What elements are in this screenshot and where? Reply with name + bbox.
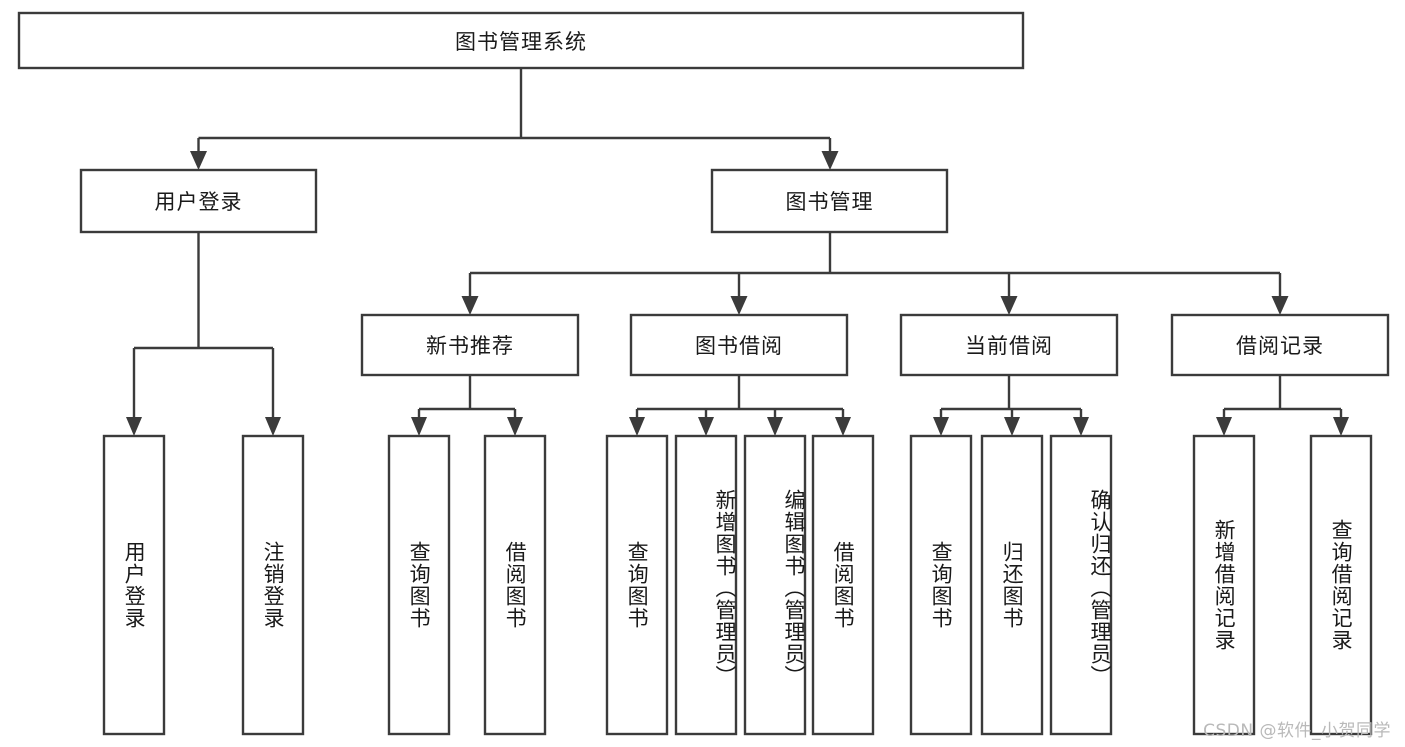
arrowhead-login bbox=[190, 151, 207, 170]
arrowhead-borrow bbox=[730, 296, 748, 315]
leaf-box-7[interactable] bbox=[811, 434, 875, 736]
arrowhead-leaf-logout bbox=[265, 417, 281, 436]
leaf-box-0[interactable] bbox=[102, 434, 166, 736]
arrowhead-records bbox=[1271, 296, 1289, 315]
arrowhead-bw-leaf2 bbox=[698, 417, 714, 436]
node-box-book-borrow[interactable] bbox=[629, 313, 849, 377]
leaf-box-4[interactable] bbox=[605, 434, 669, 736]
node-box-book-management[interactable] bbox=[710, 168, 949, 234]
node-box-current-borrow[interactable] bbox=[899, 313, 1119, 377]
leaf-box-6[interactable] bbox=[743, 434, 807, 736]
arrowhead-bw-leaf1 bbox=[629, 417, 645, 436]
node-box-root[interactable] bbox=[17, 11, 1025, 70]
leaf-box-9[interactable] bbox=[980, 434, 1044, 736]
connector-layer bbox=[126, 68, 1349, 436]
leaf-box-11[interactable] bbox=[1192, 434, 1256, 736]
arrowhead-bw-leaf3 bbox=[767, 417, 783, 436]
arrowhead-cb-leaf1 bbox=[933, 417, 949, 436]
leaf-box-5[interactable] bbox=[674, 434, 738, 736]
arrowhead-current bbox=[1000, 296, 1018, 315]
leaf-box-10[interactable] bbox=[1049, 434, 1113, 736]
arrowhead-bw-leaf4 bbox=[835, 417, 851, 436]
leaf-box-2[interactable] bbox=[387, 434, 451, 736]
arrowhead-leaf-user-login bbox=[126, 417, 142, 436]
arrowhead-nb-leaf1 bbox=[411, 417, 427, 436]
node-box-borrow-records[interactable] bbox=[1170, 313, 1390, 377]
leaf-box-8[interactable] bbox=[909, 434, 973, 736]
arrowhead-newbook bbox=[461, 296, 479, 315]
box-layer bbox=[17, 11, 1390, 736]
arrowhead-rc-leaf2 bbox=[1333, 417, 1349, 436]
arrowhead-cb-leaf3 bbox=[1073, 417, 1089, 436]
arrowhead-rc-leaf1 bbox=[1216, 417, 1232, 436]
leaf-box-12[interactable] bbox=[1309, 434, 1373, 736]
node-box-new-book-recommend[interactable] bbox=[360, 313, 580, 377]
arrowhead-bookmgmt bbox=[821, 151, 839, 170]
arrowhead-cb-leaf2 bbox=[1004, 417, 1020, 436]
leaf-box-3[interactable] bbox=[483, 434, 547, 736]
arrowhead-nb-leaf2 bbox=[507, 417, 523, 436]
node-box-user-login[interactable] bbox=[79, 168, 318, 234]
leaf-box-1[interactable] bbox=[241, 434, 305, 736]
